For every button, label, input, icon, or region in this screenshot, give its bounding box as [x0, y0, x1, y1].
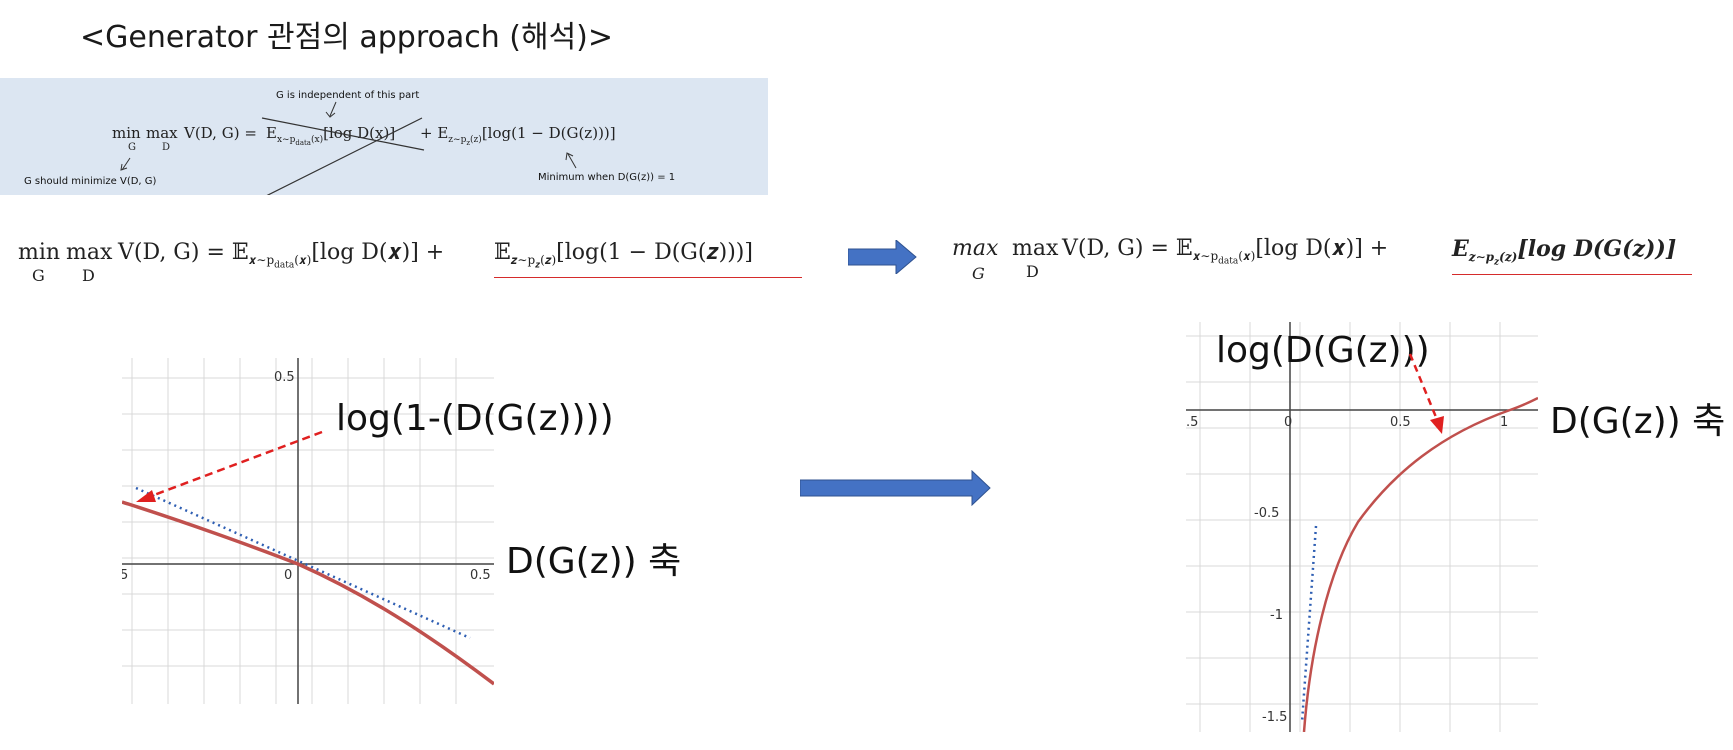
right-axis-label: D(G(z)) 축 — [1550, 401, 1726, 442]
paper-second-term: + Ez~pz(z)[log(1 − D(G(z)))] — [420, 124, 616, 147]
right-tick-x-neg: .5 — [1186, 415, 1198, 430]
left-axis-label: D(G(z)) 축 — [506, 541, 682, 582]
right-tick-x-05: 0.5 — [1390, 415, 1411, 430]
small-arrow-right — [567, 153, 577, 169]
right-block-arrow-icon — [800, 470, 991, 506]
left-graph-grid — [122, 358, 494, 704]
left-eq-min-sub: G — [32, 266, 45, 285]
paper-max-sub: D — [162, 142, 171, 153]
right-eq-max-d: max — [1012, 236, 1059, 261]
left-graph-tangent-line — [135, 486, 471, 640]
left-red-arrow — [136, 430, 323, 502]
small-arrow-top — [329, 101, 337, 117]
strike-line-1 — [266, 117, 423, 195]
page-title: <Generator 관점의 approach (해석)> — [80, 20, 614, 55]
strike-line-2 — [261, 117, 425, 151]
paper-min-sub: G — [128, 142, 136, 153]
right-graph-grid — [1186, 322, 1538, 732]
right-graph-curve — [1302, 396, 1538, 732]
right-tick-y-neg05: -0.5 — [1254, 506, 1279, 521]
left-eq-second-term-underlined: 𝔼𝒛∼p𝒛(𝒛)[log(1 − D(G(𝒛)))] — [494, 240, 802, 278]
right-tick-y-neg1: -1 — [1270, 608, 1283, 623]
left-graph: 0.5 0 0.5 5 — [122, 358, 494, 704]
left-curve-label: log(1-(D(G(z)))) — [336, 398, 614, 439]
paper-annotation-strokes — [120, 101, 577, 195]
left-tick-y-05: 0.5 — [274, 370, 295, 385]
right-graph-tangent-line — [1300, 525, 1318, 723]
paper-min: min — [112, 124, 141, 142]
paper-struck-term: Ex~pdata(x)[log D(x)] — [266, 124, 396, 147]
left-eq-first-term: V(D, G) = 𝔼𝒙∼pdata(𝒙)[log D(𝒙)] + — [118, 240, 445, 271]
left-tick-x-05: 0.5 — [470, 568, 491, 583]
left-tick-x-neg: 5 — [122, 568, 128, 583]
right-eq-max-g: max — [952, 236, 999, 261]
right-tick-x-0: 0 — [1284, 415, 1292, 430]
minimum-note: Minimum when D(G(z)) = 1 — [538, 172, 676, 183]
right-eq-second-term-underlined: Ez∼pz(z)[log D(G(z))] — [1452, 236, 1692, 275]
left-graph-curve — [122, 500, 494, 686]
small-arrow-left — [121, 157, 131, 171]
minimize-note: G should minimize V(D, G) — [24, 176, 157, 187]
paper-v-term: V(D, G) = — [184, 124, 257, 142]
right-eq-max-d-sub: D — [1026, 262, 1039, 281]
left-tick-x-0: 0 — [284, 568, 292, 583]
right-tick-x-1: 1 — [1500, 415, 1508, 430]
right-red-arrow — [1408, 353, 1444, 434]
right-curve-label: log(D(G(z))) — [1216, 330, 1430, 371]
right-eq-first-term: V(D, G) = 𝔼𝒙∼pdata(𝒙)[log D(𝒙)] + — [1062, 236, 1389, 267]
right-block-arrow-icon — [848, 240, 917, 274]
left-eq-max: max — [66, 240, 113, 265]
left-eq-max-sub: D — [82, 266, 95, 285]
right-eq-max-g-sub: G — [972, 264, 985, 283]
left-eq-min: min — [18, 240, 61, 265]
right-graph: .5 0 0.5 1 -0.5 -1 -1.5 — [1186, 322, 1538, 732]
right-tick-y-neg15: -1.5 — [1262, 710, 1287, 725]
independent-note: G is independent of this part — [276, 90, 420, 101]
paper-max: max — [146, 124, 178, 142]
